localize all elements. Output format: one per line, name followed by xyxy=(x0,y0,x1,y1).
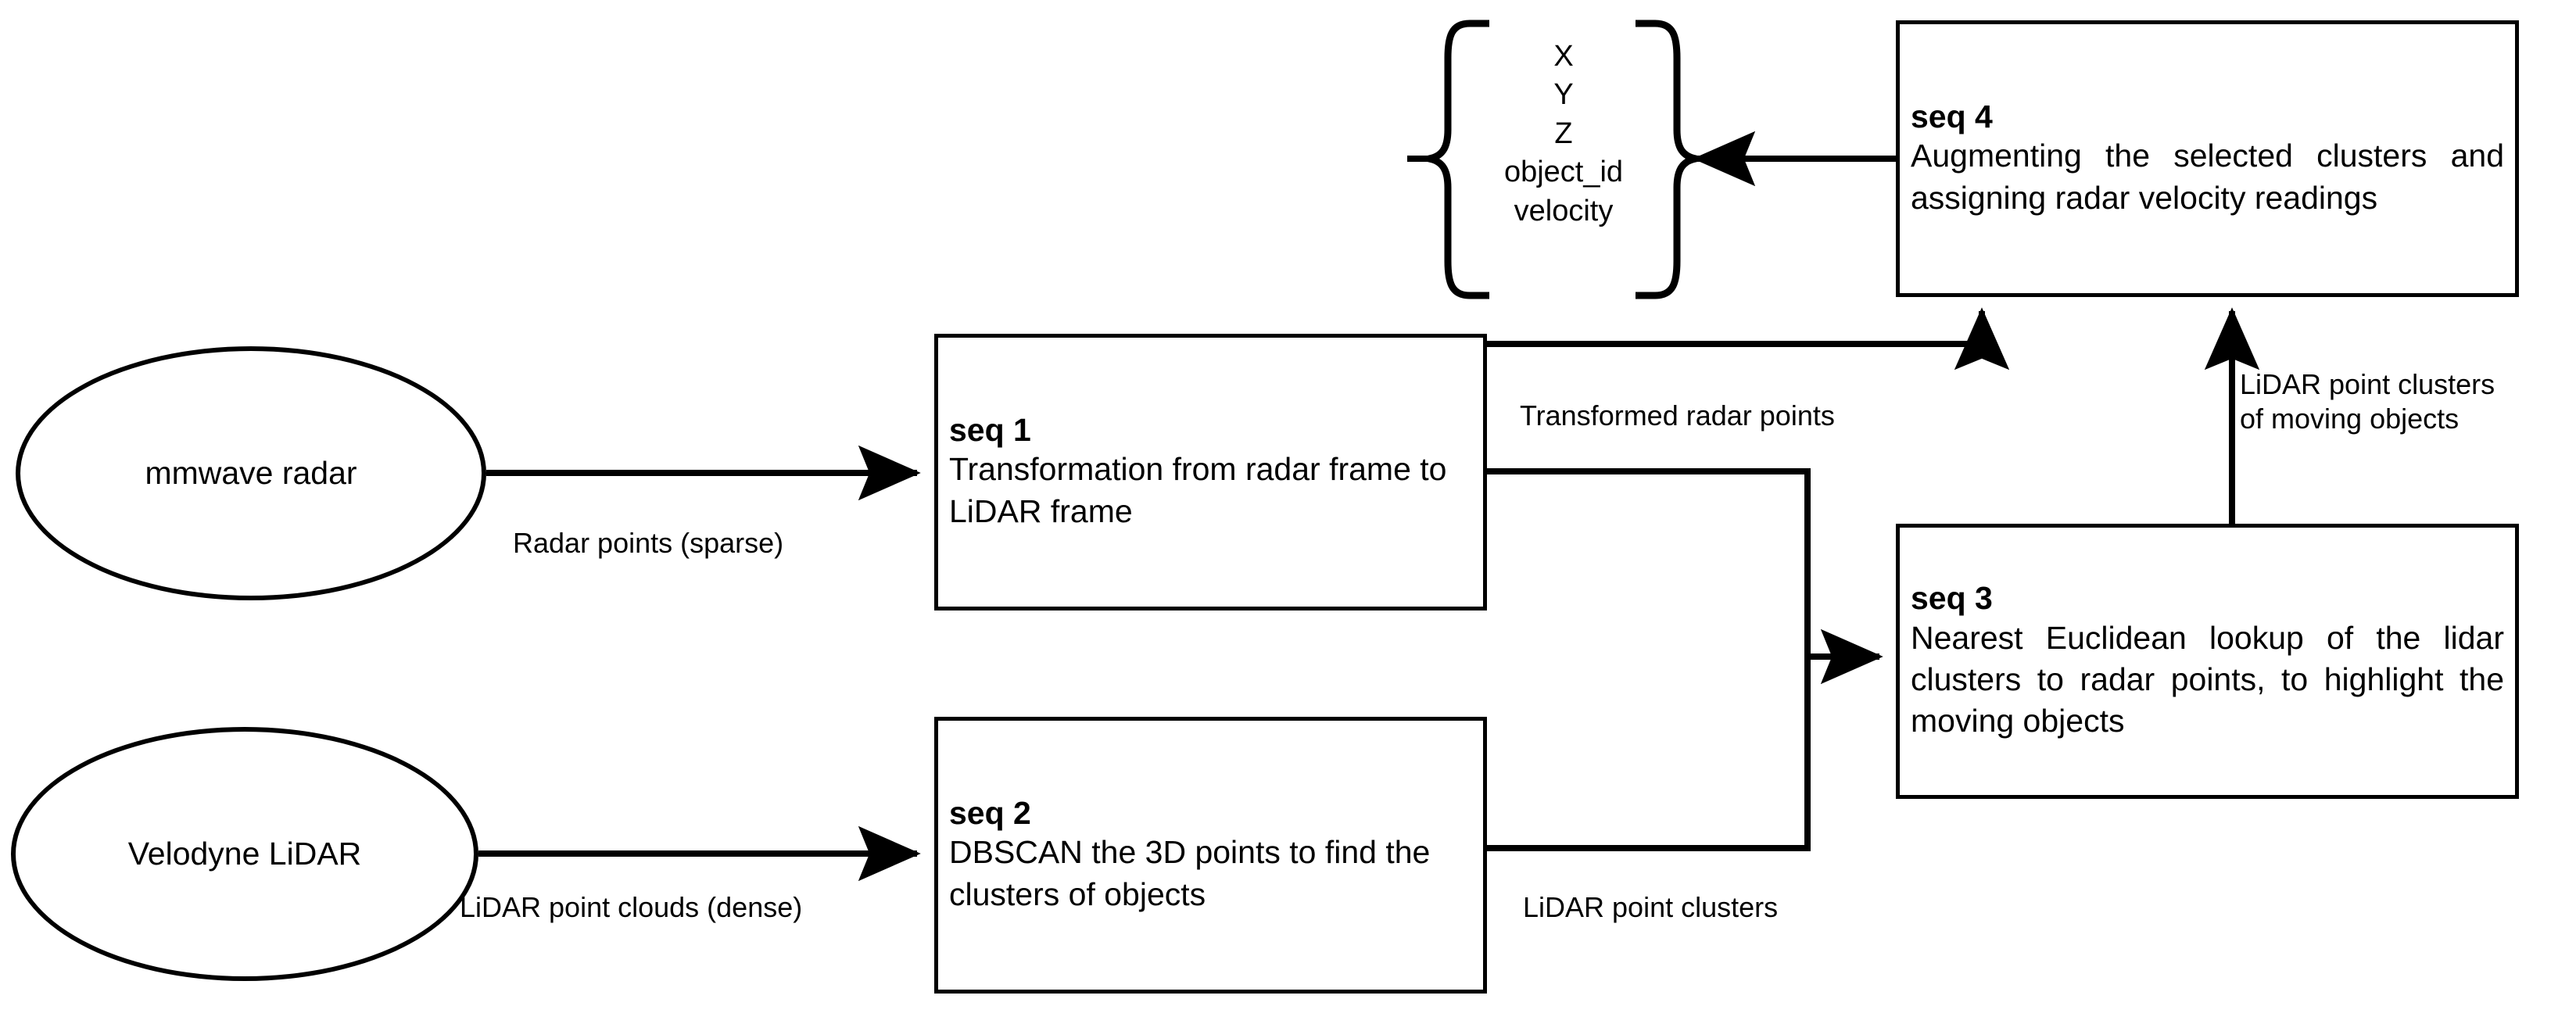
seq4-body: Augmenting the selected clusters and ass… xyxy=(1911,138,2504,216)
node-seq1[interactable]: seq 1 Transformation from radar frame to… xyxy=(934,334,1487,610)
edge-label-radar-points: Radar points (sparse) xyxy=(513,527,784,559)
edge-label-lidar-clusters-moving-objects: LiDAR point clusters of moving objects xyxy=(2240,368,2495,435)
seq2-body: DBSCAN the 3D points to find the cluster… xyxy=(949,834,1431,912)
connector-seq2-bus xyxy=(1487,657,1811,851)
seq1-body: Transformation from radar frame to LiDAR… xyxy=(949,451,1447,529)
seq4-tag: seq 4 xyxy=(1911,98,1993,135)
node-label-velodyne-lidar: Velodyne LiDAR xyxy=(127,835,362,872)
node-seq2[interactable]: seq 2 DBSCAN the 3D points to find the c… xyxy=(934,717,1487,994)
seq3-tag: seq 3 xyxy=(1911,580,1993,617)
edge-label-lidar-point-clouds: LiDAR point clouds (dense) xyxy=(460,891,803,923)
node-seq3[interactable]: seq 3 Nearest Euclidean lookup of the li… xyxy=(1896,524,2519,799)
node-label-mmwave-radar: mmwave radar xyxy=(145,454,357,491)
connector-seq1-bus xyxy=(1487,468,1811,657)
seq1-tag: seq 1 xyxy=(949,412,1031,449)
output-fields-list: X Y Z object_id velocity xyxy=(1503,40,1624,227)
edge-label-transformed-radar-points: Transformed radar points xyxy=(1520,399,1835,431)
seq3-body: Nearest Euclidean lookup of the lidar cl… xyxy=(1911,619,2504,739)
seq2-tag: seq 2 xyxy=(949,795,1031,832)
node-mmwave-radar[interactable]: mmwave radar xyxy=(16,346,486,600)
node-seq4[interactable]: seq 4 Augmenting the selected clusters a… xyxy=(1896,20,2519,297)
edge-label-lidar-point-clusters: LiDAR point clusters xyxy=(1523,891,1779,923)
node-velodyne-lidar[interactable]: Velodyne LiDAR xyxy=(11,727,478,981)
connector-seq1-to-seq4 xyxy=(1487,307,2010,371)
